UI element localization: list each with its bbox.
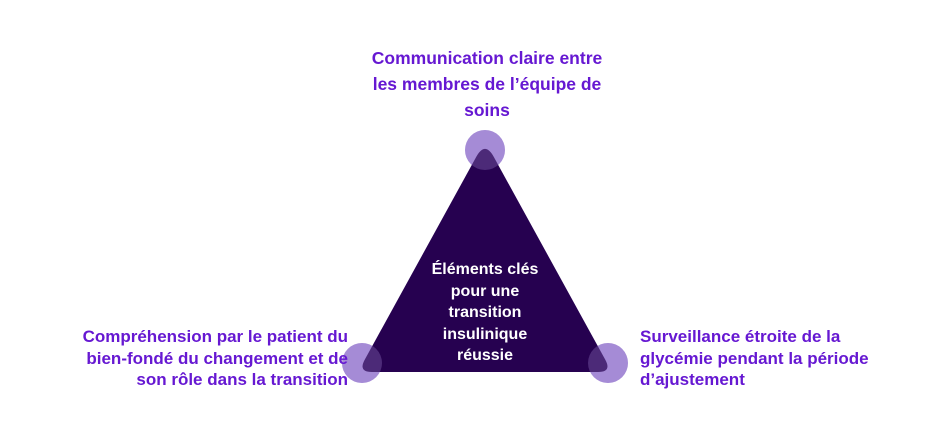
triangle-shape [362,148,608,372]
right-vertex-label-line-2: glycémie pendant la période [640,348,869,368]
top-vertex-label-line-3: soins [464,100,510,120]
left-vertex-label: Compréhension par le patient du bien-fon… [83,326,348,391]
left-vertex-label-line-1: Compréhension par le patient du [82,327,348,346]
left-vertex-label-line-2: bien-fondé du changement et de [86,348,348,368]
vertex-circle-left-overlay [342,343,382,383]
vertex-circle-top-overlay [465,130,505,170]
left-vertex-label-line-3: son rôle dans la transition [136,370,348,389]
top-vertex-label: Communication claire entre les membres d… [372,45,602,123]
right-vertex-label-line-3: d’ajustement [640,370,745,389]
triangle-center-title: Éléments clés pour une transition insuli… [432,259,539,367]
triangle-center-title-line-1: Éléments clés [431,261,539,278]
triangle-center-title-line-4: insulinique [442,325,528,343]
vertex-circle-right-overlay [588,343,628,383]
top-vertex-label-line-2: les membres de l’équipe de [372,74,602,94]
right-vertex-label: Surveillance étroite de la glycémie pend… [640,326,869,391]
top-vertex-label-line-1: Communication claire entre [371,48,603,68]
triangle-center-title-line-3: transition [448,304,522,321]
triangle-center-title-line-2: pour une [450,282,520,300]
right-vertex-label-line-1: Surveillance étroite de la [640,327,841,346]
vertex-circle-overlays [342,130,628,383]
triangle-center-title-line-5: réussie [456,347,514,364]
